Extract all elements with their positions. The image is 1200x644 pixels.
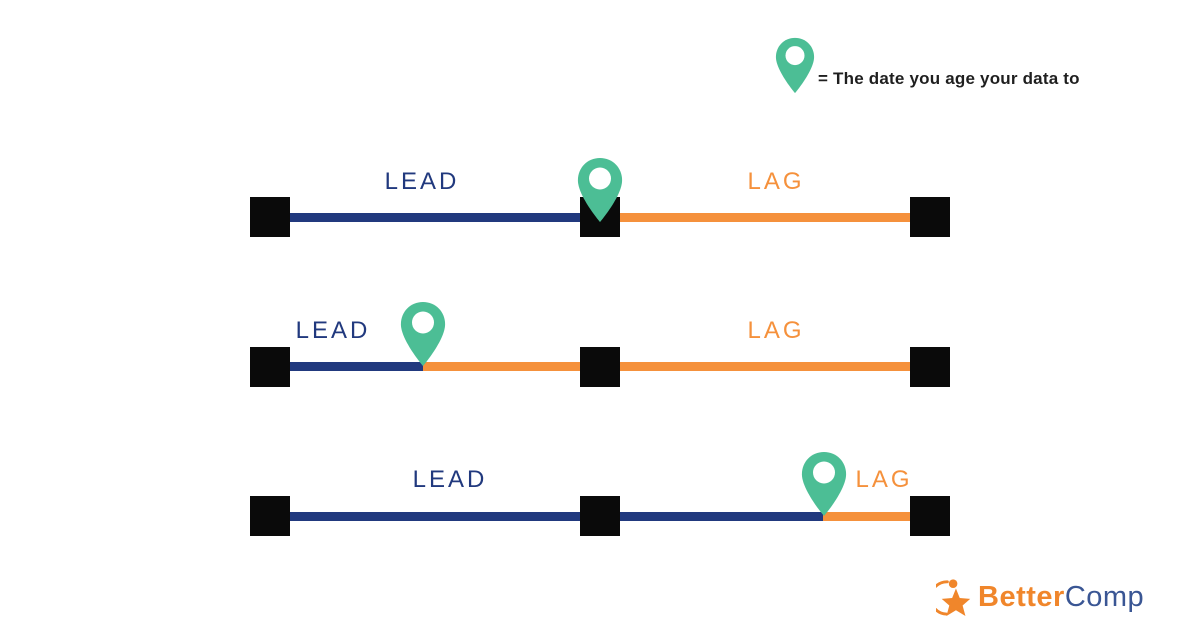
- bettercomp-star-person-icon: [936, 579, 971, 616]
- bettercomp-logo: BetterComp: [936, 574, 1144, 620]
- milestone-start-square: [250, 197, 290, 237]
- date-pin-icon: [801, 452, 847, 516]
- milestone-end-square: [910, 347, 950, 387]
- milestone-end-square: [910, 496, 950, 536]
- logo-text-better: Better: [978, 580, 1065, 613]
- lag-label: LAG: [747, 317, 805, 344]
- milestone-start-square: [250, 496, 290, 536]
- date-pin-icon: [577, 158, 623, 222]
- lag-segment: [823, 512, 912, 521]
- milestone-start-square: [250, 347, 290, 387]
- logo-text-comp: Comp: [1064, 580, 1145, 613]
- lead-label: LEAD: [384, 168, 460, 195]
- lag-label: LAG: [855, 466, 913, 493]
- milestone-end-square: [910, 197, 950, 237]
- date-pin-icon: [775, 37, 815, 94]
- lead-segment: [288, 362, 423, 371]
- lag-segment: [600, 213, 912, 222]
- legend-label: = The date you age your data to: [818, 69, 1080, 88]
- lead-segment: [288, 512, 823, 521]
- milestone-middle-square: [580, 347, 620, 387]
- milestone-middle-square: [580, 496, 620, 536]
- lag-label: LAG: [747, 168, 805, 195]
- bettercomp-wordmark: BetterComp: [978, 581, 1144, 614]
- lead-label: LEAD: [412, 466, 488, 493]
- date-pin-icon: [400, 302, 446, 366]
- lead-segment: [288, 213, 600, 222]
- lag-segment: [423, 362, 912, 371]
- lead-label: LEAD: [295, 317, 371, 344]
